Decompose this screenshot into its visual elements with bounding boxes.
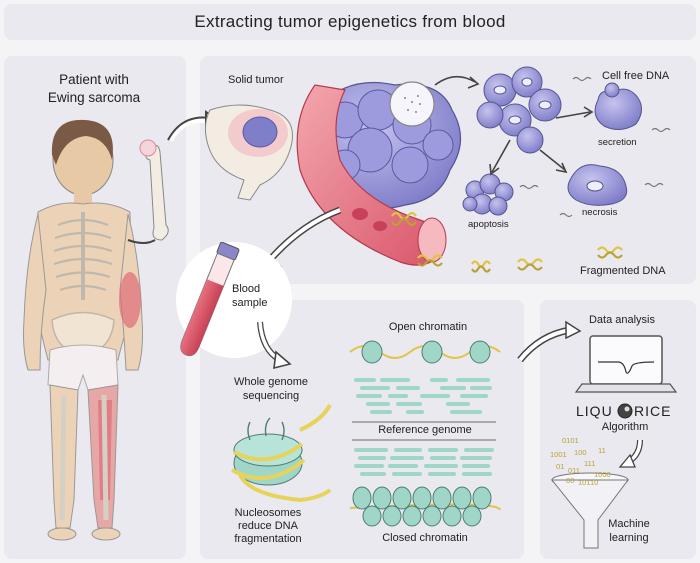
secretion-label: secretion [598,137,637,148]
page-title: Extracting tumor epigenetics from blood [4,4,696,40]
flow-arrows [127,110,218,244]
solid-tumor-label: Solid tumor [228,74,284,86]
wgs-label-line1: Whole genome [234,376,308,388]
patient-label-line2: Ewing sarcoma [47,90,141,105]
binary-digit: 11 [598,446,606,455]
data-analysis-label: Data analysis [588,314,656,326]
binary-digit: 011 [568,466,580,475]
funnel-icon [550,472,629,549]
closed-chromatin-illustration [349,486,501,527]
closed-chromatin-reads [354,448,494,476]
nucleosome-label-line1: Nucleosomes [234,507,302,519]
small-dna-icons [519,76,671,218]
liquorice-logo-icon [617,403,633,419]
apoptosis-cells [462,173,514,216]
open-chromatin-illustration [349,340,501,364]
binary-digit: 10110 [578,478,599,487]
binary-digit: 100 [574,448,587,457]
binary-digit: 0101 [562,436,579,445]
necrosis-label: necrosis [582,207,618,218]
reference-genome-label: Reference genome [378,424,472,436]
solid-tumor-bone [204,104,293,201]
patient-label-line1: Patient with [59,72,129,87]
nucleosome-illustration [231,403,332,503]
arrow-to-ml [618,439,643,468]
binary-digit: 00 [566,476,575,485]
cell-free-dna-label: Cell free DNA [602,70,670,82]
nucleosome-label-line3: fragmentation [234,533,302,545]
ml-label-line1: Machine [608,518,650,530]
femur-bone [139,139,169,241]
arrow-to-sequencing [257,321,292,370]
apoptosis-label: apoptosis [468,219,509,230]
wgs-label-line2: sequencing [242,390,300,402]
open-chromatin-label: Open chromatin [388,321,468,333]
arrow-to-analysis [517,320,582,363]
closed-chromatin-label: Closed chromatin [382,532,468,544]
open-chromatin-reads [354,378,492,414]
tumor-mass [296,81,462,266]
dna-fragment-icons [391,211,623,273]
tumor-cells-cluster [476,66,562,154]
binary-digit: 01 [556,462,565,471]
algorithm-label: Algorithm [601,421,649,433]
binary-digit: 111 [584,459,596,468]
laptop-icon [574,335,678,393]
blood-label-line2: sample [232,297,268,309]
ml-label-line2: learning [609,532,649,544]
necrosis-cell [567,164,628,206]
fragmented-dna-label: Fragmented DNA [580,265,666,277]
tumor-arrows [434,75,594,176]
secretion-cell [594,82,642,130]
nucleosome-label-line2: reduce DNA [238,520,298,532]
liquorice-left: LIQU [576,403,613,419]
binary-digit: 1000 [594,470,611,479]
binary-digit: 1001 [550,450,567,459]
patient-illustration [23,119,143,541]
blood-label-line1: Blood [232,283,261,295]
liquorice-right: RICE [634,403,672,419]
